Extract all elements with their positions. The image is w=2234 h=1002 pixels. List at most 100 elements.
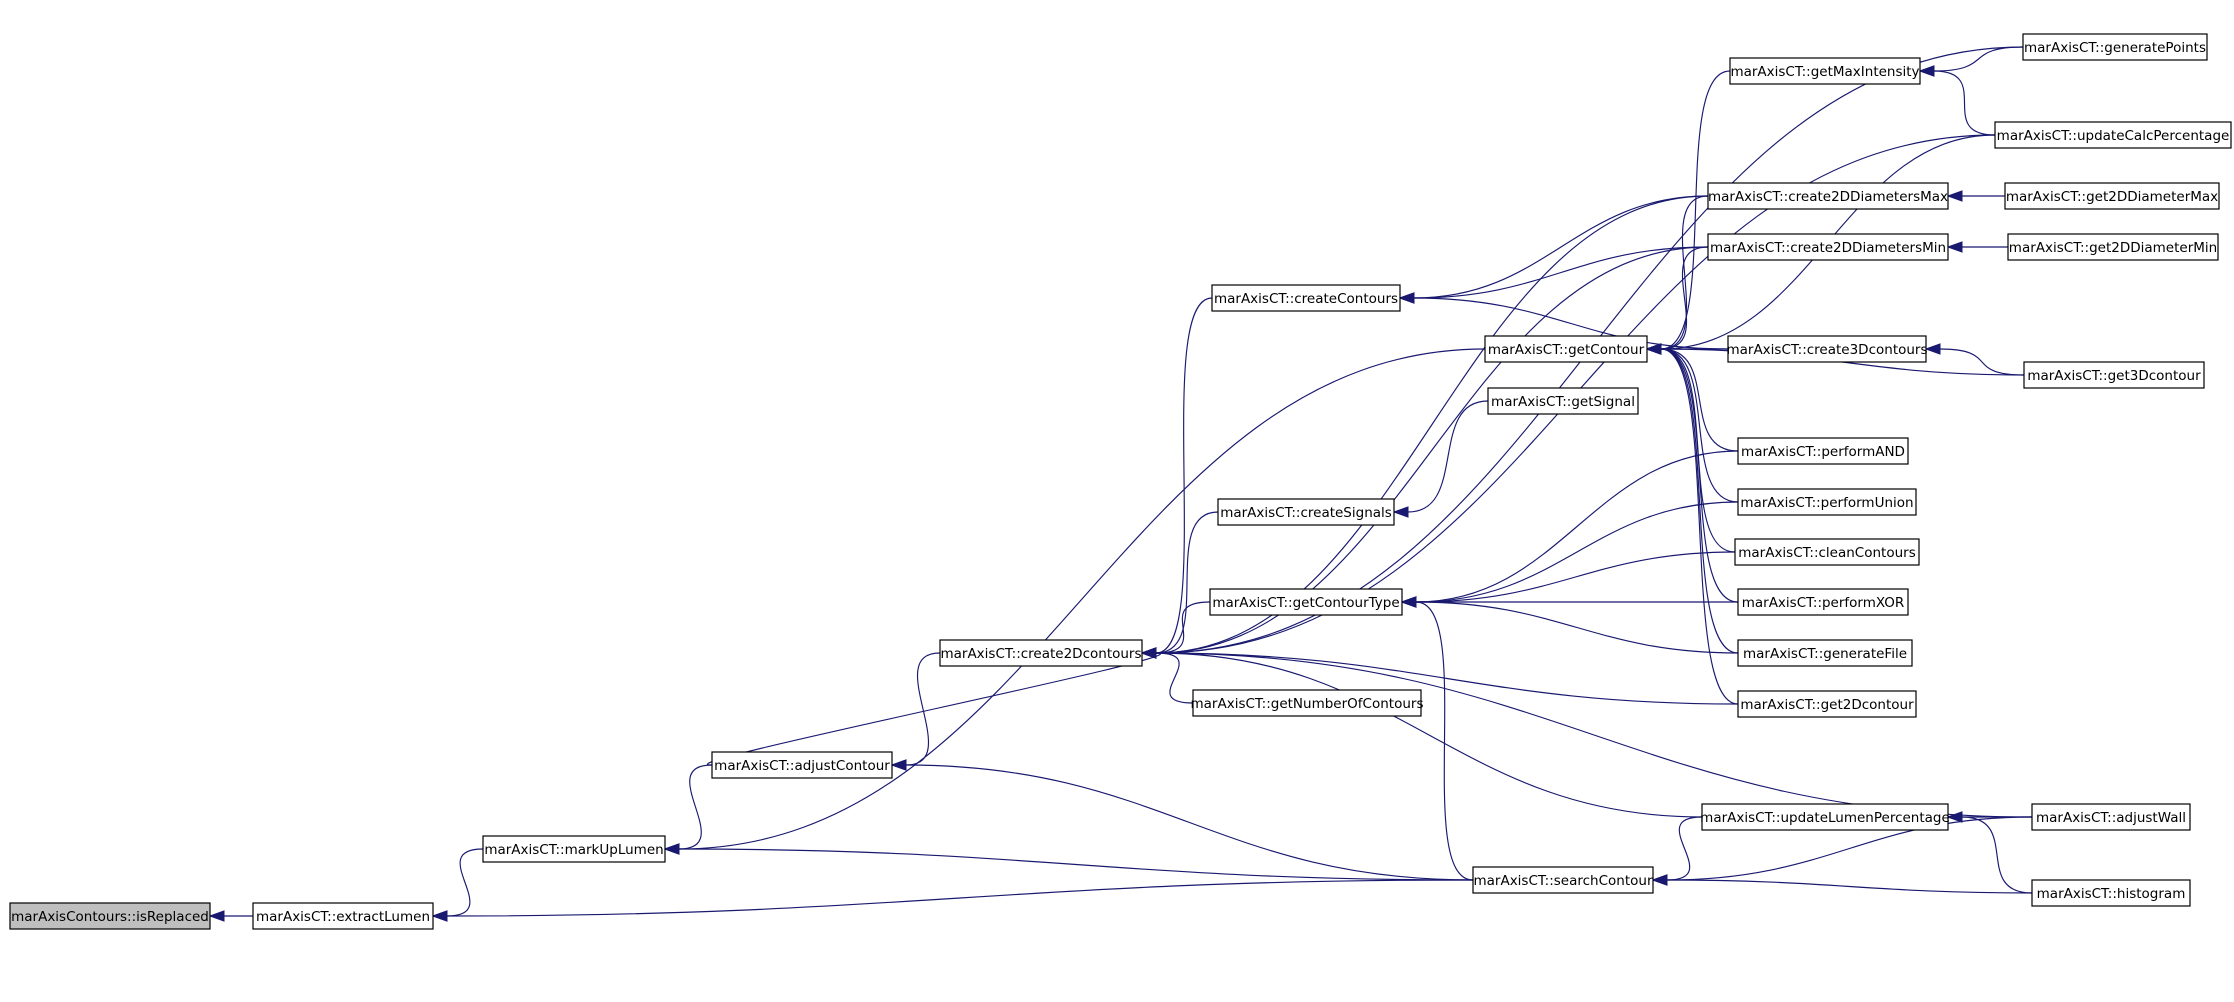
node-create3Dcontours[interactable]: marAxisCT::create3Dcontours [1726, 335, 1928, 363]
node-label: marAxisCT::getContour [1488, 342, 1645, 358]
edge-getContourType-to-create2Dcontours [1155, 601, 1211, 654]
node-performXOR[interactable]: marAxisCT::performXOR [1737, 588, 1909, 616]
node-getContourType[interactable]: marAxisCT::getContourType [1209, 588, 1403, 616]
node-getContour[interactable]: marAxisCT::getContour [1484, 335, 1648, 363]
node-create2Dcontours[interactable]: marAxisCT::create2Dcontours [939, 639, 1143, 667]
edge-adjustWall-to-create2Dcontours [1155, 652, 2033, 818]
edge-create2DDiametersMin-to-createContours [1413, 246, 1709, 299]
arrowhead [663, 843, 680, 855]
node-box [1209, 588, 1403, 616]
node-box [1737, 588, 1909, 616]
edge-generateFile-to-getContour [1660, 348, 1739, 654]
node-cleanContours[interactable]: marAxisCT::cleanContours [1734, 538, 1920, 566]
node-box [1192, 689, 1422, 717]
edge-updateLumenPercentage-to-create2Dcontours [1155, 652, 1703, 818]
node-getSignal[interactable]: marAxisCT::getSignal [1487, 387, 1639, 415]
edge-markUpLumen-to-extractLumen [446, 848, 484, 917]
node-label: marAxisCT::performAND [1741, 444, 1905, 460]
node-get2Dcontour[interactable]: marAxisCT::get2Dcontour [1737, 690, 1917, 718]
edge-searchContour-to-markUpLumen [678, 848, 1474, 881]
node-getMaxIntensity[interactable]: marAxisCT::getMaxIntensity [1729, 57, 1921, 85]
node-generateFile[interactable]: marAxisCT::generateFile [1737, 639, 1913, 667]
edge-createSignals-to-create2Dcontours [1155, 511, 1219, 654]
node-box [1701, 803, 1949, 831]
node-updateLumenPercentage[interactable]: marAxisCT::updateLumenPercentage [1700, 803, 1950, 831]
node-label: marAxisCT::updateCalcPercentage [1997, 128, 2230, 144]
node-box [939, 639, 1143, 667]
edge-generatePoints-to-getMaxIntensity [1933, 46, 2024, 72]
node-box [2004, 182, 2220, 210]
edge-get2Dcontour-to-create2Dcontours [1155, 652, 1739, 705]
edge-generateFile-to-getContourType [1415, 601, 1739, 654]
node-box [1707, 182, 1949, 210]
node-isReplaced[interactable]: marAxisContours::isReplaced [9, 902, 211, 930]
node-label: marAxisCT::updateLumenPercentage [1700, 810, 1950, 826]
node-updateCalcPercentage[interactable]: marAxisCT::updateCalcPercentage [1994, 121, 2232, 149]
node-box [9, 902, 211, 930]
node-create2DDiametersMin[interactable]: marAxisCT::create2DDiametersMin [1707, 233, 1949, 261]
node-label: marAxisCT::get3Dcontour [2027, 368, 2201, 384]
node-adjustWall[interactable]: marAxisCT::adjustWall [2031, 803, 2191, 831]
node-box [1737, 639, 1913, 667]
node-box [1472, 866, 1654, 894]
node-label: marAxisCT::get2Dcontour [1740, 697, 1914, 713]
node-createSignals[interactable]: marAxisCT::createSignals [1217, 498, 1395, 526]
node-label: marAxisCT::create2DDiametersMax [1708, 189, 1948, 205]
node-markUpLumen[interactable]: marAxisCT::markUpLumen [482, 835, 666, 863]
arrowhead [1645, 343, 1662, 355]
arrowhead [1924, 343, 1941, 355]
node-label: marAxisCT::create2Dcontours [940, 646, 1141, 662]
node-box [1211, 284, 1401, 312]
edge-performUnion-to-getContour [1660, 348, 1739, 503]
node-label: marAxisCT::get2DDiameterMin [2009, 240, 2217, 256]
node-label: marAxisCT::createSignals [1220, 505, 1392, 521]
edge-create2DDiametersMax-to-create2Dcontours [1155, 195, 1709, 654]
node-label: marAxisCT::createContours [1214, 291, 1398, 307]
arrowhead [1946, 811, 1963, 823]
edge-getContour-to-markUpLumen [678, 348, 1486, 850]
arrowhead [1946, 190, 1963, 202]
node-generatePoints[interactable]: marAxisCT::generatePoints [2022, 33, 2208, 61]
node-label: marAxisCT::generateFile [1743, 646, 1907, 662]
arrowhead [1400, 596, 1417, 608]
node-label: marAxisCT::adjustWall [2036, 810, 2186, 826]
node-performAND[interactable]: marAxisCT::performAND [1737, 437, 1909, 465]
node-box [1217, 498, 1395, 526]
node-label: marAxisCT::getMaxIntensity [1730, 64, 1919, 80]
node-adjustContour[interactable]: marAxisCT::adjustContour [711, 751, 893, 779]
node-searchContour[interactable]: marAxisCT::searchContour [1472, 866, 1654, 894]
edge-getNumberOfContours-to-create2Dcontours [1155, 652, 1194, 704]
node-get3Dcontour[interactable]: marAxisCT::get3Dcontour [2023, 361, 2205, 389]
node-create2DDiametersMax[interactable]: marAxisCT::create2DDiametersMax [1707, 182, 1949, 210]
node-label: marAxisContours::isReplaced [11, 909, 209, 925]
node-get2DDiameterMin[interactable]: marAxisCT::get2DDiameterMin [2007, 233, 2219, 261]
node-get2DDiameterMax[interactable]: marAxisCT::get2DDiameterMax [2004, 182, 2220, 210]
edge-performUnion-to-getContourType [1415, 501, 1739, 603]
node-label: marAxisCT::histogram [2037, 886, 2186, 902]
edge-create2DDiametersMax-to-createContours [1413, 195, 1709, 299]
arrowhead [1918, 65, 1935, 77]
node-performUnion[interactable]: marAxisCT::performUnion [1737, 488, 1917, 516]
node-createContours[interactable]: marAxisCT::createContours [1211, 284, 1401, 312]
arrowhead [1398, 292, 1415, 304]
node-box [1707, 233, 1949, 261]
node-histogram[interactable]: marAxisCT::histogram [2031, 879, 2191, 907]
arrowhead [431, 910, 448, 922]
edge-updateLumenPercentage-to-searchContour [1666, 816, 1703, 881]
node-label: marAxisCT::extractLumen [256, 909, 430, 925]
node-label: marAxisCT::create2DDiametersMin [1710, 240, 1946, 256]
node-box [1734, 538, 1920, 566]
node-label: marAxisCT::searchContour [1473, 873, 1652, 889]
node-box [2022, 33, 2208, 61]
edge-histogram-to-searchContour [1666, 879, 2033, 894]
node-box [1729, 57, 1921, 85]
node-box [711, 751, 893, 779]
node-box [1737, 690, 1917, 718]
node-label: marAxisCT::performXOR [1742, 595, 1905, 611]
arrowhead [890, 759, 907, 771]
edge-cleanContours-to-getContourType [1415, 551, 1736, 603]
node-getNumberOfContours[interactable]: marAxisCT::getNumberOfContours [1191, 689, 1424, 717]
node-label: marAxisCT::getNumberOfContours [1191, 696, 1424, 712]
node-extractLumen[interactable]: marAxisCT::extractLumen [252, 902, 434, 930]
edge-getSignal-to-createSignals [1407, 400, 1489, 513]
